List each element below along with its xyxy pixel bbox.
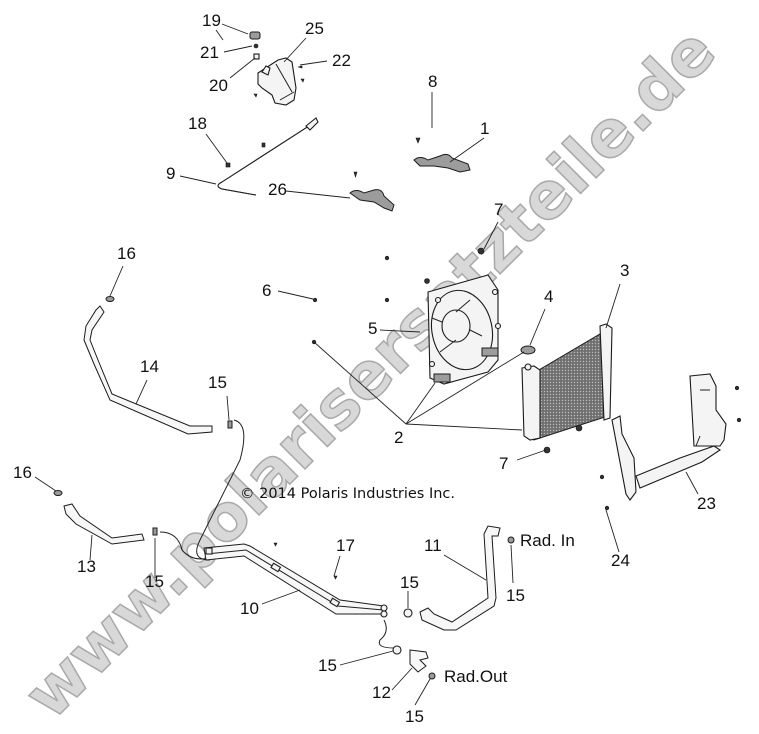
callout-26: 26 [268,180,287,199]
callout-24: 24 [611,551,630,570]
callout-4: 4 [544,287,553,306]
callout-9: 9 [166,164,175,183]
leader-lines [34,23,699,706]
screw-17-icon [333,575,338,580]
radiator-3 [521,323,613,441]
callout-15-d: 15 [506,586,525,605]
callout-22: 22 [332,51,351,70]
screw-24-icon [604,505,610,511]
clamp-15f-icon [428,672,436,680]
callout-13: 13 [77,557,96,576]
copyright-notice: © 2014 Polaris Industries Inc. [240,486,455,502]
callout-19: 19 [202,11,221,30]
callout-14: 14 [140,357,159,376]
clamp-15d-icon [507,536,515,544]
clamp-15c-icon [403,608,413,618]
bleed-tube [196,419,245,561]
watermark: www.polarisersatzteile.de [11,14,730,733]
callout-17: 17 [336,536,355,555]
reservoir-cap-19 [249,31,261,40]
callout-11: 11 [424,536,442,555]
fan-assembly-5 [427,274,502,385]
nut-7b-icon [543,446,551,454]
fitting-20-icon [253,53,260,60]
seal-21-icon [253,43,259,49]
callout-18: 18 [188,114,207,133]
screw-22-icon [297,65,303,69]
callout-10: 10 [240,599,259,618]
hose-14 [83,305,213,435]
callout-15-e: 15 [318,656,337,675]
callout-20: 20 [209,76,228,95]
reservoir-bottle-25 [257,57,297,106]
hose-13 [63,503,145,545]
callout-8: 8 [428,72,437,91]
rad-out-label: Rad.Out [444,667,508,686]
clamp-16b-icon [53,490,63,496]
callout-3: 3 [620,261,629,280]
bracket-1 [413,153,471,173]
callout-15-b: 15 [145,572,164,591]
clamp-15b-icon [152,527,158,536]
screw-8-icon [415,137,421,144]
callout-16-bottom: 16 [13,463,32,482]
callout-16-top: 16 [117,244,136,263]
clamp-15a-icon [227,420,233,429]
callout-7-top: 7 [494,200,503,219]
rad-in-label: Rad. In [520,531,575,550]
callout-2: 2 [394,428,403,447]
hose-11 [419,525,501,631]
callout-21: 21 [200,43,219,62]
callout-15-c: 15 [400,573,419,592]
overflow-hose-9 [217,117,319,196]
screw-6-icon [312,297,318,303]
coolant-reservoir-group [249,31,305,106]
bracket-26 [349,189,395,212]
pipe-assembly-10 [203,543,388,618]
elbow-12 [409,649,429,673]
callout-1: 1 [480,119,489,138]
clamp-16-icon [105,296,115,302]
callout-15-a: 15 [208,373,227,392]
callout-12: 12 [372,683,391,702]
callout-23: 23 [697,494,716,513]
callout-25: 25 [305,19,324,38]
callout-5: 5 [368,319,377,338]
clip-18-icon [225,162,231,168]
callout-labels: 19 21 20 25 22 8 1 18 9 26 7 3 16 6 4 5 … [13,11,716,726]
nut-7-icon [477,247,485,255]
callout-7-bottom: 7 [499,454,508,473]
callout-6: 6 [262,281,271,300]
clamp-15e-icon [392,645,402,655]
grommet-4 [520,345,536,355]
shroud-23 [611,373,727,501]
callout-15-f: 15 [405,707,424,726]
